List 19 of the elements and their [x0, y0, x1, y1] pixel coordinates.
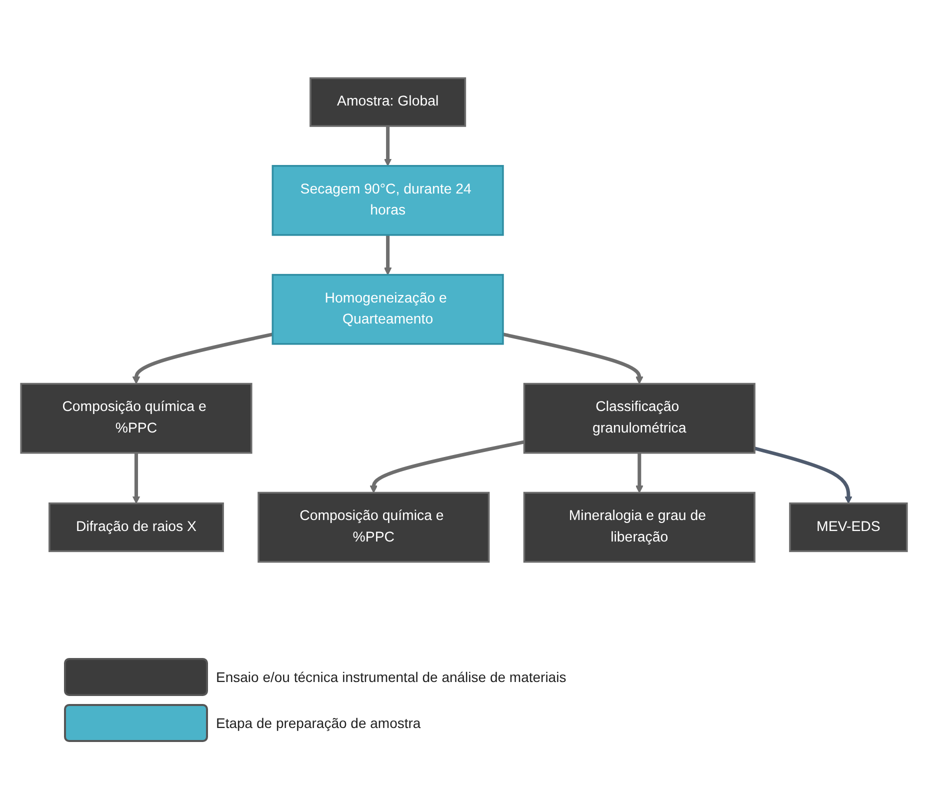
arrow: [384, 234, 392, 276]
legend-text: Ensaio e/ou técnica instrumental de análise de materiais: [216, 669, 566, 685]
node-box: Composição química e %PPC: [20, 382, 252, 454]
arrow: [502, 332, 644, 384]
legend-text: Etapa de preparação de amostra: [216, 715, 421, 731]
node-box: Classificação granulométrica: [523, 382, 756, 454]
node-box: Difração de raios X: [48, 502, 224, 552]
node-box: Secagem 90°C, durante 24 horas: [272, 165, 504, 236]
arrow: [132, 332, 274, 384]
node-box: Amostra: Global: [310, 77, 466, 127]
arrow: [384, 126, 392, 166]
node-box: Homogeneização e Quarteamento: [272, 274, 504, 345]
arrow: [636, 452, 644, 494]
node-box: MEV-EDS: [789, 502, 908, 552]
arrow: [754, 446, 852, 504]
node-box: Mineralogia e grau de liberação: [523, 492, 756, 563]
arrow: [370, 440, 525, 494]
node-box: Composição química e %PPC: [258, 492, 490, 563]
arrow: [132, 452, 140, 504]
